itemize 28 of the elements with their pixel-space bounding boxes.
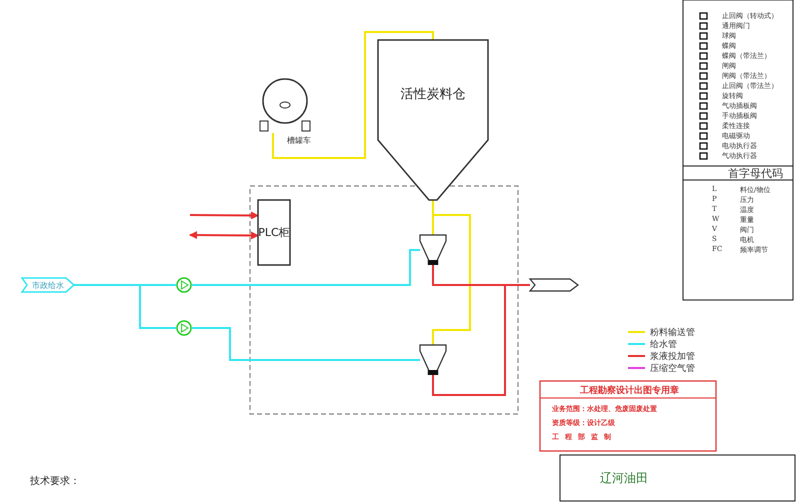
legend-label: 浆液投加管 — [650, 350, 695, 363]
legend-label: 粉料输送管 — [650, 326, 695, 339]
mixing-hopper — [420, 235, 446, 265]
pipe-line — [192, 327, 420, 361]
pipe-line — [272, 31, 434, 159]
inlet-tag — [22, 278, 74, 292]
code-table-heading: 首字母代码 — [728, 166, 783, 181]
legend-label: 给水管 — [650, 338, 677, 351]
pipe-line — [192, 249, 420, 286]
pipe-line — [432, 284, 530, 396]
pump-symbol — [176, 320, 192, 336]
pump-symbol — [176, 277, 192, 293]
node-caption: 槽罐车 — [287, 135, 311, 146]
silo — [378, 40, 488, 200]
legend-label: 压缩空气管 — [650, 362, 695, 375]
pipe-line — [74, 284, 176, 329]
signal-arrow — [190, 211, 259, 220]
pipe-line — [432, 200, 471, 345]
title-block-text: 辽河油田 — [600, 470, 648, 487]
node-label: PLC柜 — [258, 225, 290, 240]
node-label: 活性炭料仓 — [400, 86, 466, 103]
stamp-title: 工程勘察设计出图专用章 — [580, 384, 679, 397]
signal-arrow — [189, 231, 259, 240]
note-heading: 技术要求： — [30, 474, 80, 488]
node-label: 市政给水 — [32, 280, 64, 290]
control-cabinet — [258, 200, 290, 265]
outlet-tag — [530, 279, 578, 291]
mixing-hopper — [420, 345, 446, 375]
